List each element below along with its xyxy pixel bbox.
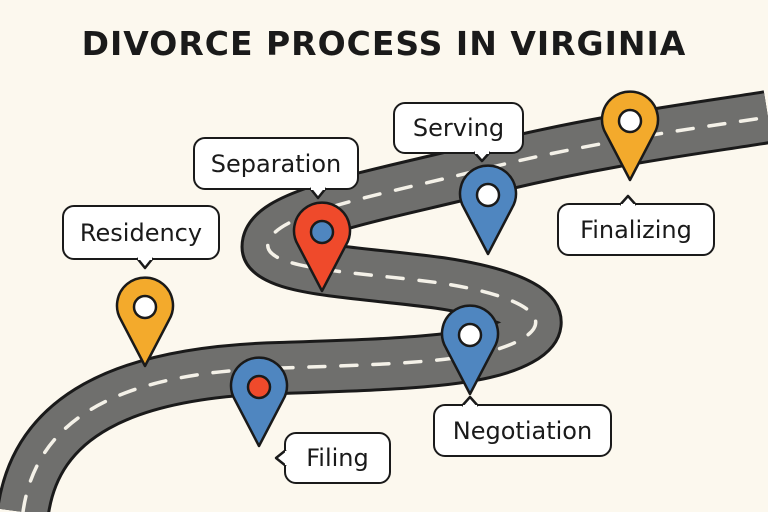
label-text: Separation (210, 149, 342, 178)
tail-separation (309, 187, 327, 200)
map-pin-separation-icon (292, 201, 352, 293)
pin-dot (475, 182, 501, 208)
pin-dot (457, 322, 483, 348)
map-pin-negotiation-icon (440, 304, 500, 396)
tail-residency (136, 257, 154, 270)
label-separation: Separation (193, 137, 359, 190)
label-text: Serving (412, 114, 505, 142)
label-text: Finalizing (580, 215, 692, 244)
label-text: Residency (79, 218, 203, 247)
pin-dot (617, 108, 643, 134)
map-pin-residency-icon (115, 276, 175, 368)
label-text: Filing (306, 444, 369, 472)
page-title: DIVORCE PROCESS IN VIRGINIA (81, 24, 687, 63)
tail-negotiation (461, 395, 479, 407)
pin-dot (132, 294, 158, 320)
label-residency: Residency (62, 205, 220, 260)
pin-dot (246, 374, 272, 400)
map-pin-serving-icon (458, 164, 518, 256)
tail-filing (274, 449, 287, 467)
map-pin-finalizing-icon (600, 90, 660, 182)
tail-finalizing (619, 194, 637, 206)
label-negotiation: Negotiation (433, 404, 612, 457)
tail-serving (473, 151, 491, 163)
pin-dot (309, 219, 335, 245)
label-serving: Serving (393, 102, 524, 154)
label-text: Negotiation (452, 416, 593, 445)
map-pin-filing-icon (229, 356, 289, 448)
label-filing: Filing (284, 432, 391, 484)
